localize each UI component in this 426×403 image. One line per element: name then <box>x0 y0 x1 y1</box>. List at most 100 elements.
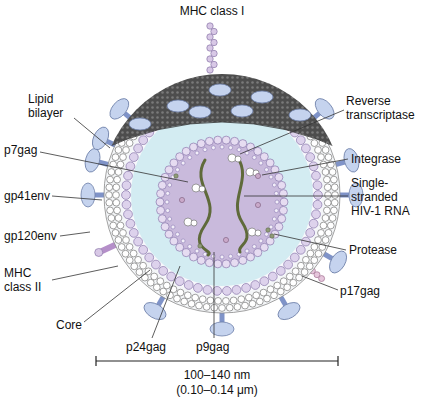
lipid-head <box>113 192 120 199</box>
p17-matrix <box>129 153 138 162</box>
p24-capsid <box>190 143 198 151</box>
p17-matrix <box>122 191 131 200</box>
lipid-head <box>234 304 241 311</box>
reverse-transcriptase <box>248 228 256 236</box>
p9-layer <box>188 245 192 249</box>
protease <box>266 228 270 232</box>
lipid-head <box>320 161 327 168</box>
p24-capsid <box>254 147 262 155</box>
lipid-head <box>324 184 331 191</box>
lipid-head <box>131 263 138 270</box>
p9-layer <box>176 168 180 172</box>
p24-capsid <box>182 249 190 257</box>
gp120-knob <box>167 100 189 112</box>
lipid-head <box>126 140 133 147</box>
p9-layer <box>176 232 180 236</box>
p24-capsid <box>165 230 173 238</box>
capsid <box>160 140 284 264</box>
lipid-head <box>114 176 121 183</box>
p24-capsid <box>279 190 287 198</box>
lipid-head <box>184 292 191 299</box>
lipid-head <box>120 230 127 237</box>
p24-capsid <box>239 256 247 264</box>
p9-layer <box>168 183 172 187</box>
p9-layer <box>188 156 192 160</box>
lipid-head <box>106 192 113 199</box>
lipid-head <box>331 207 338 214</box>
lipid-head <box>306 263 313 270</box>
lipid-head <box>324 176 331 183</box>
p17-matrix <box>313 200 322 209</box>
lipid-head <box>322 215 329 222</box>
integrase <box>179 197 184 202</box>
lipid-head <box>107 207 114 214</box>
lipid-head <box>260 289 267 296</box>
lipid-head <box>117 161 124 168</box>
p9-layer <box>220 145 224 149</box>
p17-matrix <box>312 210 321 219</box>
p17-matrix <box>296 245 305 254</box>
p17-matrix <box>122 181 131 190</box>
part-label: Integrase <box>351 152 421 166</box>
p24-capsid <box>170 159 178 167</box>
gp120-knob <box>275 299 303 323</box>
protease <box>174 174 178 178</box>
leader-line <box>240 110 344 154</box>
lipid-head <box>292 268 299 275</box>
p24-capsid <box>158 215 166 223</box>
p17-matrix <box>290 253 299 262</box>
reverse-transcriptase <box>192 184 200 192</box>
p24-capsid <box>231 259 239 267</box>
leader-line <box>52 266 118 280</box>
p17-matrix <box>122 200 131 209</box>
lipid-head <box>267 286 274 293</box>
p24-capsid <box>170 237 178 245</box>
integrase <box>223 237 228 242</box>
part-label: p17gag <box>340 284 410 298</box>
lipid-head <box>142 274 149 281</box>
part-label: p7gag <box>4 143 64 157</box>
mhc-class-i <box>207 23 213 29</box>
p9-layer <box>229 254 233 258</box>
lipid-head <box>115 215 122 222</box>
lipid-head <box>296 274 303 281</box>
leader-line <box>74 118 110 148</box>
gp120-knob <box>289 109 311 121</box>
mhc-class-i <box>211 61 217 67</box>
p9-layer <box>269 175 273 179</box>
lipid-head <box>174 295 181 302</box>
lipid-head <box>311 140 318 147</box>
p24-capsid <box>260 153 268 161</box>
p17-matrix <box>167 272 176 281</box>
lipid-head <box>130 250 137 257</box>
leader-line <box>52 196 102 200</box>
p24-capsid <box>266 159 274 167</box>
part-label: MHC class II <box>4 266 54 294</box>
lipid-head <box>280 278 287 285</box>
p24-capsid <box>278 215 286 223</box>
p24-capsid <box>260 243 268 251</box>
p24-capsid <box>156 198 164 206</box>
leader-line <box>152 266 180 338</box>
p17-matrix <box>251 281 260 290</box>
gp120-knob <box>89 125 112 153</box>
p24-capsid <box>280 198 288 206</box>
p24-capsid <box>182 147 190 155</box>
p17-matrix <box>296 136 305 145</box>
p9-layer <box>265 168 269 172</box>
lipid-head <box>203 304 210 311</box>
mhc-class-i <box>207 45 213 51</box>
lipid-head <box>117 222 124 229</box>
lipid-head <box>325 192 332 199</box>
part-label: gp120env <box>4 229 64 243</box>
p9-layer <box>166 209 170 213</box>
p17-matrix <box>242 284 251 293</box>
p9-layer <box>272 183 276 187</box>
part-label: MHC class I <box>167 4 257 18</box>
protease <box>270 234 274 238</box>
p17-matrix <box>124 210 133 219</box>
lipid-head <box>112 229 119 236</box>
scale-bar <box>96 360 338 361</box>
p24-capsid <box>176 243 184 251</box>
lipid-head <box>215 298 222 305</box>
